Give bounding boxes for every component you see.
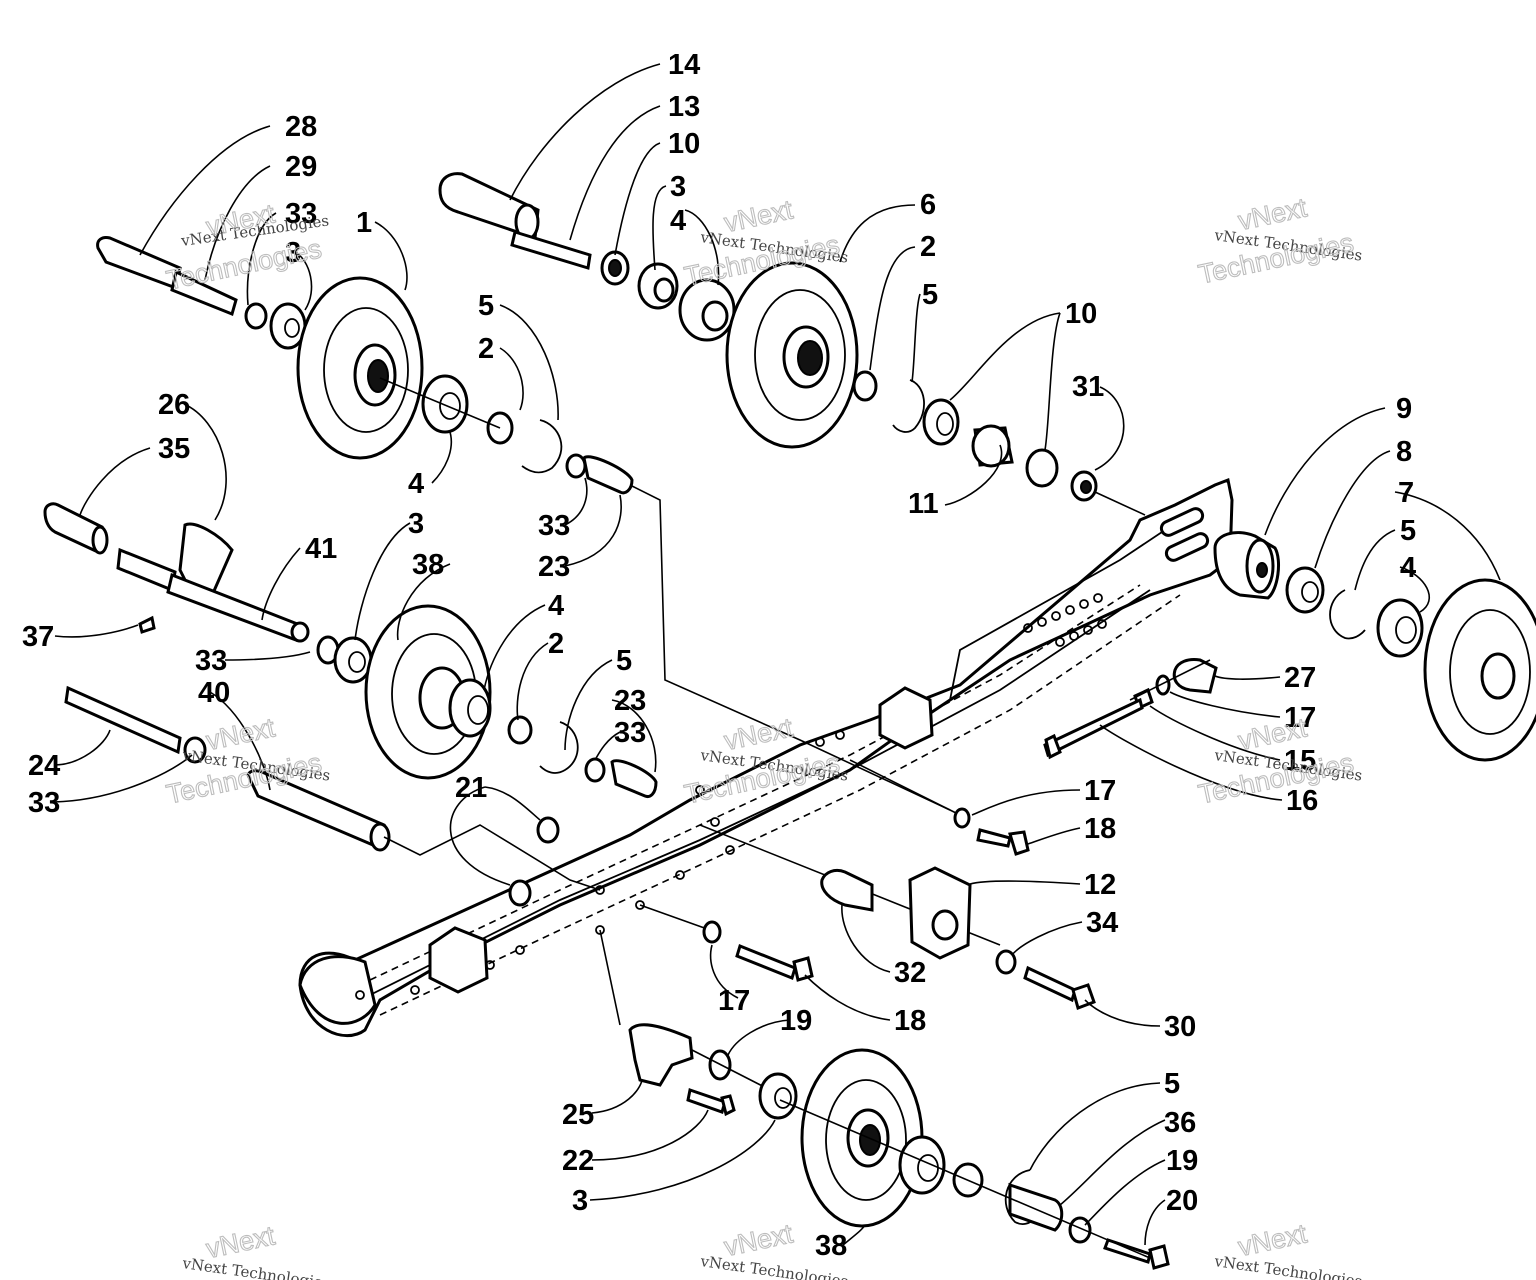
callout-4: 4: [408, 468, 424, 500]
callout-38: 38: [815, 1230, 847, 1262]
callout-15: 15: [1284, 745, 1316, 777]
callout-33: 33: [285, 198, 317, 230]
callout-labels: 14 13 10 3 4 6 2 5 10 31 28 29 33 3 1 5 …: [22, 49, 1416, 1262]
callout-18: 18: [894, 1005, 926, 1037]
watermark-big-line1: vNext: [722, 1218, 796, 1262]
callout-29: 29: [285, 151, 317, 183]
callout-35: 35: [158, 433, 190, 465]
slide-rail-frame: [298, 477, 1234, 1038]
callout-33: 33: [195, 645, 227, 677]
callout-5: 5: [1164, 1068, 1180, 1100]
callout-41: 41: [305, 533, 337, 565]
callout-26: 26: [158, 389, 190, 421]
watermark-big-line1: vNext: [722, 194, 796, 238]
callout-2: 2: [548, 628, 564, 660]
callout-2: 2: [920, 231, 936, 263]
callout-25: 25: [562, 1099, 594, 1131]
callout-7: 7: [1398, 477, 1414, 509]
callout-16: 16: [1286, 785, 1318, 817]
callout-36: 36: [1164, 1107, 1196, 1139]
leader-lines: [53, 63, 1501, 1246]
callout-12: 12: [1084, 869, 1116, 901]
watermark-small-text: vNext Technologies: [1212, 1252, 1363, 1280]
callout-3: 3: [572, 1185, 588, 1217]
callout-22: 22: [562, 1145, 594, 1177]
callout-24: 24: [28, 750, 60, 782]
lower-fastener-group: [508, 759, 1170, 1270]
callout-19: 19: [1166, 1145, 1198, 1177]
callout-17: 17: [1084, 775, 1116, 807]
upper-idler-assembly: [438, 172, 1146, 516]
callout-19: 19: [780, 1005, 812, 1037]
callout-13: 13: [668, 91, 700, 123]
callout-18: 18: [1084, 813, 1116, 845]
upper-left-wheel-assembly: [96, 236, 951, 811]
callout-5: 5: [478, 290, 494, 322]
callout-32: 32: [894, 957, 926, 989]
callout-38: 38: [412, 549, 444, 581]
callout-3: 3: [285, 237, 301, 269]
callout-4: 4: [670, 205, 686, 237]
middle-left-wheel-assembly: [43, 502, 658, 891]
watermark-big-line1: vNext: [1236, 192, 1310, 236]
callout-34: 34: [1086, 907, 1118, 939]
watermark: vNext Technologies vNext: [1212, 1218, 1363, 1280]
watermark: vNext Technologies vNext Technologies: [1195, 712, 1363, 810]
callout-30: 30: [1164, 1011, 1196, 1043]
callout-14: 14: [668, 49, 700, 81]
callout-17: 17: [1284, 702, 1316, 734]
callout-37: 37: [22, 621, 54, 653]
callout-33: 33: [538, 510, 570, 542]
callout-10: 10: [1065, 298, 1097, 330]
watermark: vNext Technologies vNext Technologies: [163, 198, 330, 296]
watermark-big-line1: vNext: [204, 1220, 278, 1264]
callout-5: 5: [922, 279, 938, 311]
callout-40: 40: [198, 677, 230, 709]
callout-33: 33: [28, 787, 60, 819]
callout-11: 11: [908, 488, 939, 520]
watermark: vNext Technologies vNext: [180, 1220, 331, 1280]
callout-1: 1: [356, 207, 372, 239]
callout-9: 9: [1396, 393, 1412, 425]
callout-6: 6: [920, 189, 936, 221]
callout-5: 5: [1400, 515, 1416, 547]
callout-2: 2: [478, 333, 494, 365]
callout-33: 33: [614, 717, 646, 749]
callout-17: 17: [718, 985, 750, 1017]
watermark-big-line1: vNext: [722, 712, 796, 756]
callout-5: 5: [616, 645, 632, 677]
callout-20: 20: [1166, 1185, 1198, 1217]
watermark-big-line1: vNext: [204, 712, 278, 756]
watermark-big-line1: vNext: [1236, 1218, 1310, 1262]
callout-4: 4: [548, 590, 564, 622]
callout-3: 3: [408, 508, 424, 540]
callout-23: 23: [538, 551, 570, 583]
right-wheel-assembly: [1043, 531, 1536, 762]
callout-27: 27: [1284, 662, 1316, 694]
callout-10: 10: [668, 128, 700, 160]
callout-4: 4: [1400, 552, 1416, 584]
callout-31: 31: [1072, 371, 1104, 403]
callout-3: 3: [670, 171, 686, 203]
callout-28: 28: [285, 111, 317, 143]
callout-8: 8: [1396, 436, 1412, 468]
watermark-small-text: vNext Technologies: [180, 1254, 331, 1280]
callout-23: 23: [614, 685, 646, 717]
callout-21: 21: [455, 772, 487, 804]
watermark: vNext Technologies vNext Technologies: [1195, 192, 1363, 290]
